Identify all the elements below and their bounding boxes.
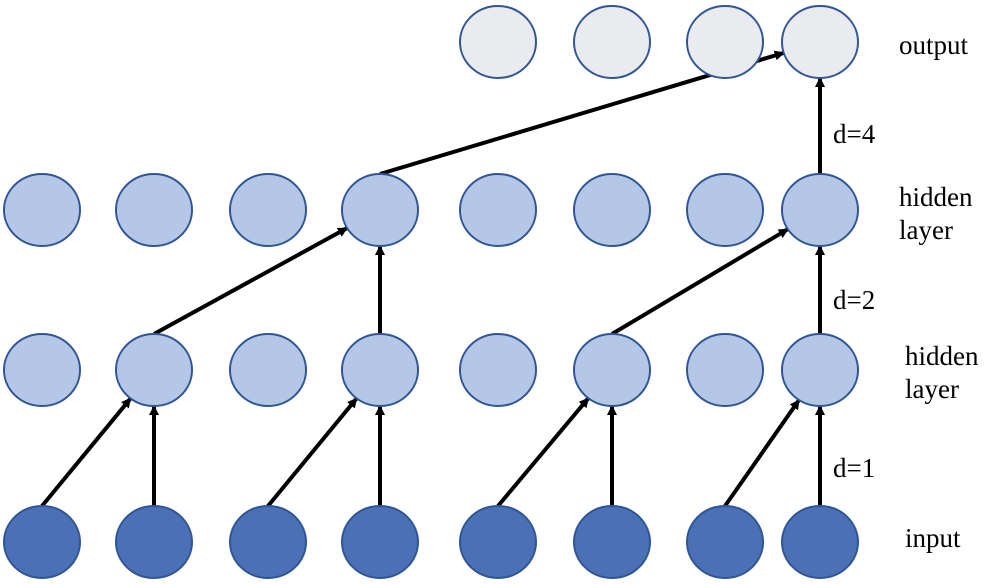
- hidden2-node-5: [459, 173, 537, 247]
- hidden-layer-2-label-line-1: hidden: [899, 182, 973, 212]
- output-node-2: [573, 5, 651, 79]
- input-node-6: [573, 505, 651, 579]
- connection-edges: [40, 50, 825, 508]
- hidden1-node-4: [341, 333, 419, 407]
- dilation-label-d1: d=1: [833, 453, 876, 483]
- edge-input-6-to-hidden1-7: [723, 398, 801, 508]
- input-node-5: [459, 505, 537, 579]
- output-node-4: [781, 5, 859, 79]
- input-label-line: input: [905, 523, 961, 553]
- hidden1-node-5: [459, 333, 537, 407]
- hidden-layer-1-label-line-1: hidden: [905, 341, 979, 371]
- edge-input-0-to-hidden1-1: [40, 397, 133, 508]
- hidden1-node-1: [3, 333, 81, 407]
- output-node-1: [459, 5, 537, 79]
- input-layer-label: input: [905, 522, 961, 555]
- hidden2-node-2: [115, 173, 193, 247]
- edge-hidden1-5-to-hidden2-7: [610, 227, 789, 336]
- hidden1-node-8: [781, 333, 859, 407]
- hidden2-node-4: [341, 173, 419, 247]
- input-node-7: [686, 505, 764, 579]
- dilation-label-d4: d=4: [833, 119, 876, 149]
- input-node-2: [115, 505, 193, 579]
- hidden1-node-3: [229, 333, 307, 407]
- input-node-3: [229, 505, 307, 579]
- hidden-layer-2-label: hidden layer: [899, 181, 973, 247]
- input-node-8: [781, 505, 859, 579]
- hidden-layer-1-label-line-2: layer: [905, 374, 959, 404]
- neuron-nodes: [3, 5, 859, 579]
- output-layer-label: output: [899, 29, 968, 62]
- input-node-4: [341, 505, 419, 579]
- edge-hidden1-1-to-hidden2-3: [153, 226, 349, 336]
- hidden1-node-6: [573, 333, 651, 407]
- hidden-layer-2-label-line-2: layer: [899, 215, 953, 245]
- output-label-line: output: [899, 30, 969, 60]
- edge-input-2-to-hidden1-3: [266, 397, 359, 508]
- input-node-1: [3, 505, 81, 579]
- hidden1-node-7: [686, 333, 764, 407]
- hidden1-node-2: [115, 333, 193, 407]
- hidden-layer-1-label: hidden layer: [905, 340, 979, 406]
- output-node-3: [686, 5, 764, 79]
- edge-input-4-to-hidden1-5: [496, 396, 590, 508]
- hidden2-node-1: [3, 173, 81, 247]
- hidden2-node-6: [573, 173, 651, 247]
- hidden2-node-8: [781, 173, 859, 247]
- dilation-label-d2: d=2: [833, 285, 876, 315]
- hidden2-node-7: [686, 173, 764, 247]
- hidden2-node-3: [229, 173, 307, 247]
